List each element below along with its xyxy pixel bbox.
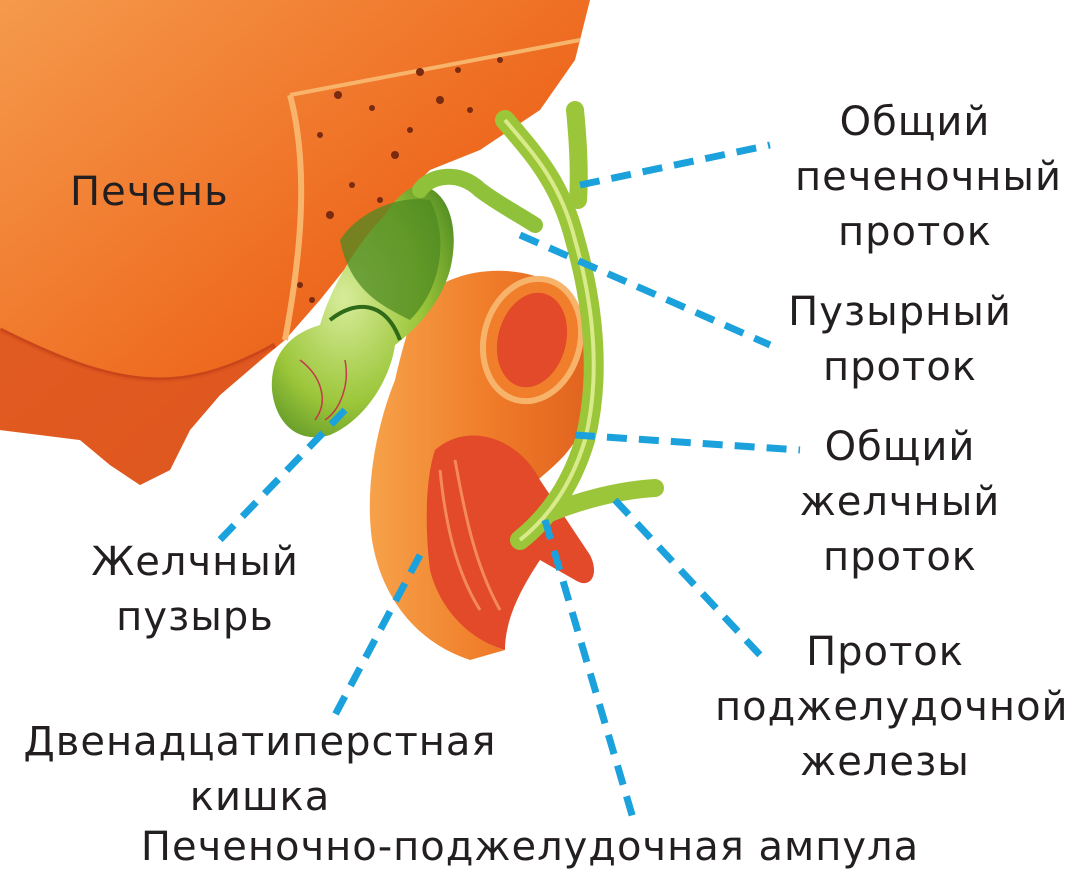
label-line: Двенадцатиперстная [10,715,510,770]
label-line: кишка [10,770,510,825]
label-ampulla: Печеночно-поджелудочная ампула [100,820,960,875]
label-line: Проток [715,625,1055,680]
label-line: проток [795,205,1035,260]
label-line: железы [715,735,1055,790]
label-pancreatic-duct: Проток поджелудочной железы [715,625,1055,790]
label-line: Печеночно-поджелудочная ампула [100,820,960,875]
leader-common-bile-duct [575,435,800,450]
label-common-hepatic-duct: Общий печеночный проток [795,95,1035,260]
label-line: поджелудочной [715,680,1055,735]
label-line: проток [775,340,1025,395]
label-line: пузырь [65,590,325,645]
label-liver-line: Печень [70,165,229,220]
label-line: проток [790,530,1010,585]
label-line: Общий [795,95,1035,150]
label-duodenum: Двенадцатиперстная кишка [10,715,510,825]
label-common-bile-duct: Общий желчный проток [790,420,1010,585]
label-line: Пузырный [775,285,1025,340]
label-line: печеночный [795,150,1035,205]
label-line: желчный [790,475,1010,530]
label-gallbladder: Желчный пузырь [65,535,325,645]
leader-common-hepatic-duct [580,145,770,185]
label-cystic-duct: Пузырный проток [775,285,1025,395]
label-line: Общий [790,420,1010,475]
label-line: Желчный [65,535,325,590]
label-liver: Печень [70,165,229,220]
